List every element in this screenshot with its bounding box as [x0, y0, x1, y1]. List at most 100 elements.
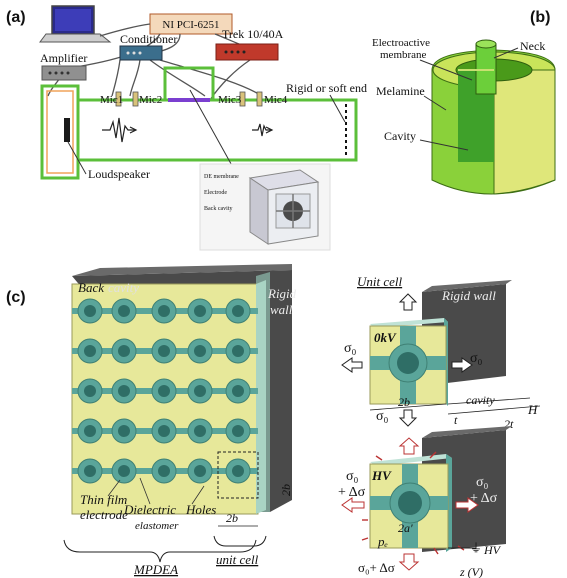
two-t-label: 2t: [504, 417, 514, 431]
hole: [84, 385, 96, 397]
hole: [118, 425, 130, 437]
melamine-label: Melamine: [376, 84, 425, 98]
plus-ds-right-label: + Δσ: [470, 491, 498, 506]
t-label: t: [454, 413, 458, 427]
red-arrow-up-icon: [398, 437, 420, 455]
back-cavity-label-1: Back: [78, 280, 104, 295]
uc-title: Unit cell: [357, 274, 403, 289]
back-cavity-label-2: cavity: [108, 280, 139, 295]
mic1-label: Mic1: [100, 94, 123, 106]
hole: [194, 465, 206, 477]
plus-ds-left-label: + Δσ: [338, 485, 366, 500]
thin-film-label-1: Thin film: [80, 492, 127, 507]
mic4-label: Mic4: [264, 94, 288, 106]
mic3-label: Mic3: [218, 94, 242, 106]
mpdea-label: MPDEA: [133, 562, 178, 577]
dielectric-label-2: elastomer: [135, 520, 179, 532]
hole: [84, 425, 96, 437]
panel-a: (a) NI PCI-6251 Ampli: [6, 5, 367, 251]
cavity-label-c: cavity: [466, 393, 495, 407]
red-arrow-left-icon: [341, 497, 365, 513]
neck-label: Neck: [520, 39, 545, 53]
panel-a-label: (a): [6, 9, 26, 26]
pressure-arrows: [361, 451, 465, 555]
two-a-label: 2a': [398, 521, 413, 535]
arrow-left-icon: [341, 357, 363, 373]
holes-label: Holes: [185, 502, 216, 517]
ground-icon: ⏚: [470, 541, 482, 555]
hole: [118, 305, 130, 317]
hole: [118, 345, 130, 357]
sigma0-left-hv-label: σ₀: [346, 469, 359, 484]
inset-electrode-label: Electrode: [204, 190, 227, 196]
hole: [232, 425, 244, 437]
panel-b: (b) Electroactive membrane Neck Melamine…: [372, 9, 556, 195]
inset-cube: [199, 163, 331, 251]
red-arrow-right-icon: [455, 497, 479, 513]
two-b-side-label: 2b: [279, 484, 293, 496]
inset-membrane-label: DE membrane: [204, 174, 239, 180]
uc-two-b-label: 2b: [398, 395, 410, 409]
panel-b-label: (b): [530, 9, 550, 26]
thin-film-label-2: electrode: [80, 507, 128, 522]
sigma0-right-hv-label: σ₀: [476, 475, 489, 490]
hole: [158, 345, 170, 357]
hole: [118, 385, 130, 397]
z-label: z (V): [459, 565, 483, 578]
hole: [158, 385, 170, 397]
hole: [158, 465, 170, 477]
hole: [232, 345, 244, 357]
hole: [232, 465, 244, 477]
holes-grid: [77, 298, 251, 484]
loudspeaker-label: Loudspeaker: [88, 167, 150, 181]
hole: [158, 425, 170, 437]
two-b-bottom-label: 2b: [226, 511, 238, 525]
hole: [158, 305, 170, 317]
amplifier-label: Amplifier: [40, 51, 87, 65]
microphones: [115, 91, 263, 107]
hole: [194, 385, 206, 397]
amplifier-box: [41, 65, 87, 81]
unit-cell-outline: [217, 451, 259, 499]
hv-label: HV: [371, 468, 392, 483]
red-arrow-down-icon: [398, 553, 420, 571]
trek-box: [215, 43, 279, 61]
impedance-tube: [40, 66, 358, 180]
resonator-cutaway: [431, 39, 556, 195]
sigma0-right-label: σ₀: [470, 351, 483, 366]
hole: [84, 345, 96, 357]
pe-label: pₑ: [377, 534, 388, 549]
hole: [232, 385, 244, 397]
sigma0-left-label: σ₀: [344, 341, 357, 356]
hole: [118, 465, 130, 477]
unit-cell-label: unit cell: [216, 552, 259, 567]
trek-label: Trek 10/40A: [222, 27, 284, 41]
hole: [194, 305, 206, 317]
conditioner-label: Conditioner: [120, 32, 177, 46]
wave-right-icon: [102, 117, 138, 143]
rigid-wall-label-2: wall: [270, 302, 293, 317]
zero-kv-label: 0kV: [374, 330, 397, 345]
mic2-label: Mic2: [139, 94, 162, 106]
uc-rigid-wall-label: Rigid wall: [441, 288, 496, 303]
hv-ground-label: HV: [483, 543, 502, 557]
arrow-right-icon: [451, 357, 473, 373]
wave-left-icon: [252, 123, 274, 137]
panel-c-label: (c): [6, 289, 26, 306]
h-label: H: [527, 402, 538, 417]
bottom-sigma-label: σ₀+ Δσ: [358, 560, 395, 575]
hole: [194, 345, 206, 357]
unit-cell-top: Unit cell Rigid wall 0kV σ₀ σ₀ σ₀ 2b cav…: [341, 274, 541, 431]
arrow-up-icon: [398, 293, 418, 311]
cavity-label-b: Cavity: [384, 129, 416, 143]
laptop-icon: [39, 5, 112, 43]
membrane-label-2: membrane: [380, 49, 427, 61]
end-label: Rigid or soft end: [286, 81, 367, 95]
hole: [232, 305, 244, 317]
inset-back-cavity-label: Back cavity: [204, 206, 233, 212]
rigid-wall-label-1: Rigid: [267, 286, 297, 301]
daq-label: NI PCI-6251: [162, 19, 219, 31]
dielectric-label-1: Dielectric: [123, 502, 176, 517]
arrow-down-icon: [398, 409, 418, 427]
